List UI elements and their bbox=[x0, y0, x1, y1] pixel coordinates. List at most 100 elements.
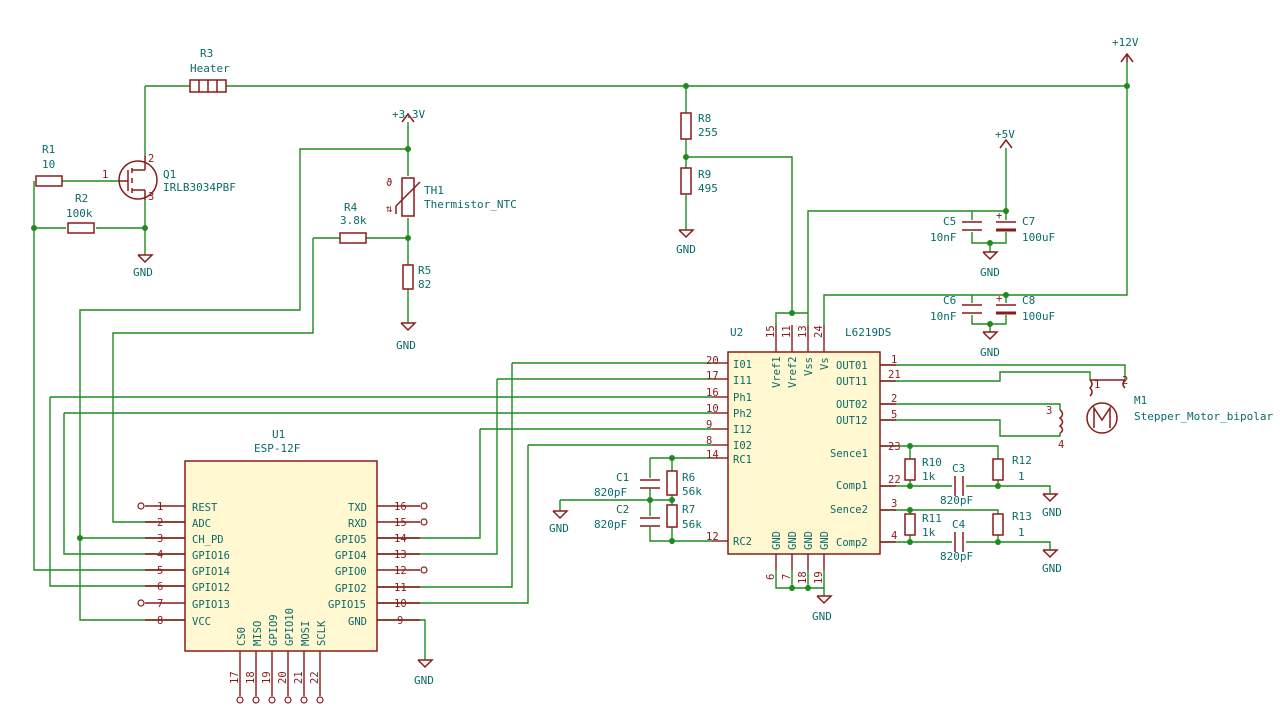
u2-pin-label-1: I11 bbox=[733, 375, 752, 387]
u1-rpin-num-7: 9 bbox=[397, 615, 403, 627]
u2-rpin-label-3: OUT12 bbox=[836, 415, 868, 427]
u1-rpin-num-6: 10 bbox=[394, 598, 407, 610]
u1-rpin-label-7: GND bbox=[348, 616, 367, 628]
c7-plus-icon: + bbox=[996, 210, 1002, 222]
u1-rpin-num-5: 11 bbox=[394, 582, 407, 594]
u1-lpin-num-5: 6 bbox=[157, 581, 163, 593]
m1-pin-2: 2 bbox=[1122, 375, 1128, 387]
r4-ref: R4 bbox=[344, 201, 358, 214]
u2-rpin-label-5: Comp1 bbox=[836, 480, 868, 492]
c7-ref: C7 bbox=[1022, 215, 1035, 228]
c4-value: 820pF bbox=[940, 550, 973, 563]
u2-pin-label-0: I01 bbox=[733, 359, 752, 371]
u1-value: ESP-12F bbox=[254, 442, 300, 455]
u2-bpin-label-3: GND bbox=[819, 531, 831, 550]
r10-value: 1k bbox=[922, 470, 936, 483]
u2-rpin-label-6: Sence2 bbox=[830, 504, 868, 516]
u1-rpin-label-4: GPIO0 bbox=[335, 566, 367, 578]
u2-pin-label-2: Ph1 bbox=[733, 392, 752, 404]
u2-pin-num-3: 10 bbox=[706, 403, 719, 415]
u2-pin-num-7: 12 bbox=[706, 531, 719, 543]
u2-bpin-label-1: GND bbox=[787, 531, 799, 550]
u1-rpin-label-5: GPIO2 bbox=[335, 583, 367, 595]
c8-ref: C8 bbox=[1022, 294, 1035, 307]
u2-pin-label-5: I02 bbox=[733, 440, 752, 452]
u2-rpin-num-0: 1 bbox=[891, 354, 897, 366]
r1-resistor: R1 10 bbox=[35, 143, 63, 187]
u2-pin-label-6: RC1 bbox=[733, 454, 752, 466]
r6-value: 56k bbox=[682, 485, 702, 498]
m1-stepper-motor: 1 2 3 4 M1 Stepper_Motor_bipolar bbox=[1046, 375, 1273, 451]
u2-rpin-num-6: 3 bbox=[891, 498, 897, 510]
q1-pin-s: 3 bbox=[148, 191, 154, 203]
gnd-label-u1: GND bbox=[414, 674, 434, 687]
c5-capacitor: C5 10nF bbox=[930, 215, 982, 244]
r11-ref: R11 bbox=[922, 512, 942, 525]
r9-value: 495 bbox=[698, 182, 718, 195]
u1-bpin-num-5: 22 bbox=[309, 671, 321, 684]
r3-ref: R3 bbox=[200, 47, 213, 60]
u1-lpin-num-1: 2 bbox=[157, 517, 163, 529]
u1-rpin-label-1: RXD bbox=[348, 518, 367, 530]
u1-rpin-num-1: 15 bbox=[394, 517, 407, 529]
u2-bpin-num-1: 7 bbox=[781, 574, 793, 580]
u1-rpin-label-6: GPIO15 bbox=[328, 599, 366, 611]
u2-ref: U2 bbox=[730, 326, 743, 339]
u1-lpin-label-4: GPIO14 bbox=[192, 566, 230, 578]
r2-resistor: R2 100k bbox=[66, 192, 95, 234]
c2-capacitor: C2 820pF bbox=[594, 503, 660, 535]
th1-thermistor: ϑ ⇅ TH1 Thermistor_NTC bbox=[386, 177, 517, 217]
c7-value: 100uF bbox=[1022, 231, 1055, 244]
r8-ref: R8 bbox=[698, 112, 711, 125]
r13-resistor: R13 1 bbox=[992, 510, 1032, 539]
r11-resistor: R11 1k bbox=[904, 512, 942, 539]
c2-ref: C2 bbox=[616, 503, 629, 516]
m1-pin-4: 4 bbox=[1058, 439, 1064, 451]
r1-value: 10 bbox=[42, 158, 55, 171]
r12-resistor: R12 1 bbox=[992, 454, 1032, 483]
u1-ref: U1 bbox=[272, 428, 285, 441]
u2-rpin-label-0: OUT01 bbox=[836, 360, 868, 372]
r6-resistor: R6 56k bbox=[666, 470, 702, 498]
r3-heater: R3 Heater bbox=[189, 47, 230, 93]
u1-lpin-label-5: GPIO12 bbox=[192, 582, 230, 594]
u2-pin-num-6: 14 bbox=[706, 449, 719, 461]
u1-nc-pin-7 bbox=[137, 599, 145, 607]
c8-value: 100uF bbox=[1022, 310, 1055, 323]
u1-bpin-num-2: 19 bbox=[261, 671, 273, 684]
u2-pin-label-4: I12 bbox=[733, 424, 752, 436]
u1-rpin-num-4: 12 bbox=[394, 565, 407, 577]
u2-bpin-num-0: 6 bbox=[765, 574, 777, 580]
u1-bpin-num-1: 18 bbox=[245, 671, 257, 684]
power-5v: +5V bbox=[995, 128, 1015, 149]
u1-lpin-label-6: GPIO13 bbox=[192, 599, 230, 611]
u1-nc-pin-16 bbox=[420, 502, 428, 510]
u1-lpin-label-1: ADC bbox=[192, 518, 211, 530]
u2-value: L6219DS bbox=[845, 326, 891, 339]
u2-pin-num-5: 8 bbox=[706, 435, 712, 447]
arrows-icon: ⇅ bbox=[386, 203, 393, 215]
m1-ref: M1 bbox=[1134, 394, 1147, 407]
r8-value: 255 bbox=[698, 126, 718, 139]
c3-capacitor: C3 820pF bbox=[940, 462, 973, 507]
power-12v: +12V bbox=[1112, 36, 1139, 63]
r13-ref: R13 bbox=[1012, 510, 1032, 523]
m1-pin-1: 1 bbox=[1094, 379, 1100, 391]
r13-value: 1 bbox=[1018, 526, 1025, 539]
c6-value: 10nF bbox=[930, 310, 957, 323]
u2-tpin-label-3: Vs bbox=[819, 357, 831, 370]
u2-rpin-num-3: 5 bbox=[891, 409, 897, 421]
u1-nc-pin-12 bbox=[420, 566, 428, 574]
gnd-label-u2: GND bbox=[812, 610, 832, 623]
c3-value: 820pF bbox=[940, 494, 973, 507]
u2-tpin-num-0: 15 bbox=[765, 325, 777, 338]
r7-resistor: R7 56k bbox=[666, 503, 702, 531]
c4-capacitor: C4 820pF bbox=[940, 518, 973, 563]
u1-esp12f: U1 ESP-12F 1 2 3 4 5 6 7 8 REST ADC CH_P… bbox=[137, 428, 428, 704]
r5-value: 82 bbox=[418, 278, 431, 291]
u1-bpin-label-5: SCLK bbox=[316, 620, 328, 646]
r12-value: 1 bbox=[1018, 470, 1025, 483]
gnd-symbols: GND GND GND GND GND GND GND GND GND GND bbox=[133, 229, 1062, 687]
u2-rpin-label-4: Sence1 bbox=[830, 448, 868, 460]
